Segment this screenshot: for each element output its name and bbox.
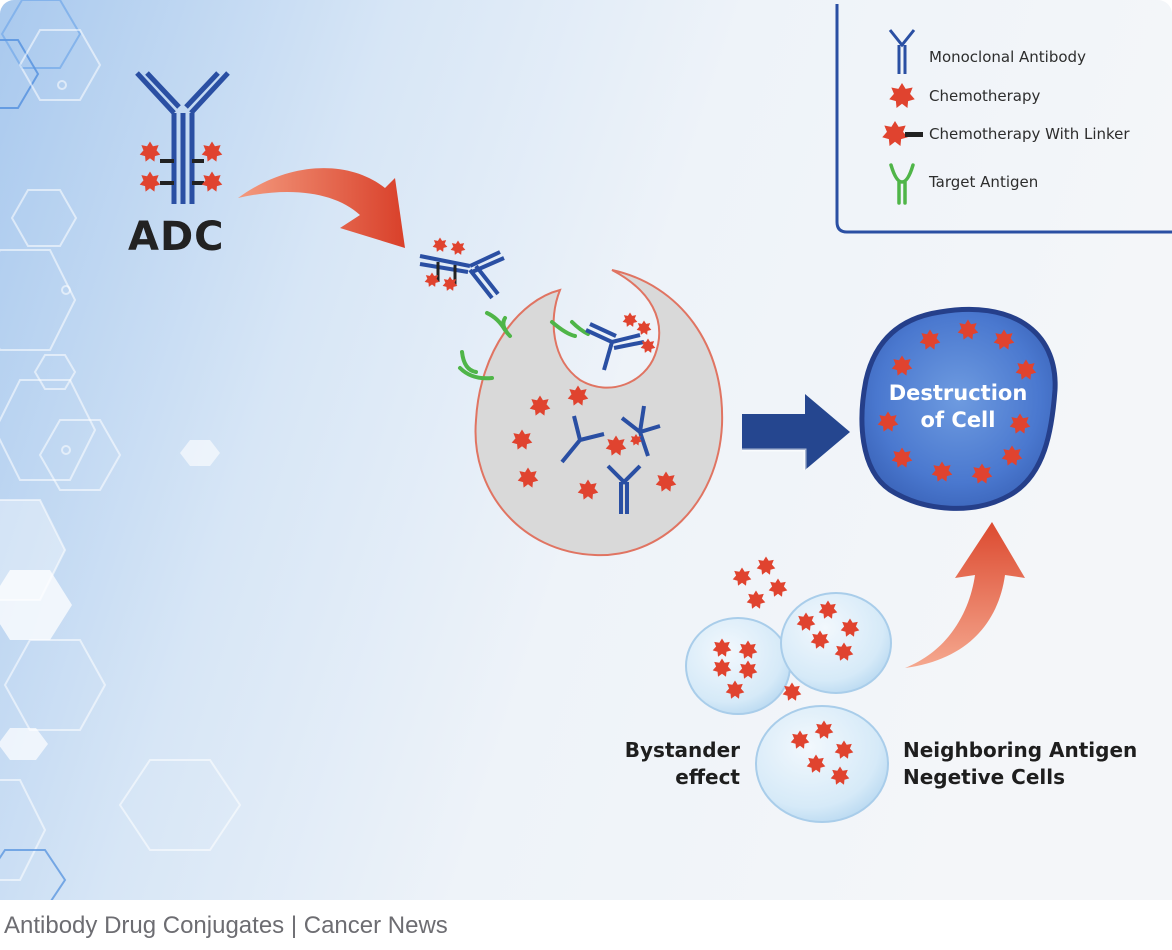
legend-chemo-label: Chemotherapy — [929, 87, 1041, 105]
bystander-line-2: effect — [675, 765, 740, 789]
diagram-canvas — [0, 0, 1172, 900]
legend-box — [835, 4, 1172, 234]
neighbor-label: Neighboring Antigen Negetive Cells — [903, 737, 1137, 791]
destruction-line-1: Destruction — [888, 381, 1028, 405]
destruction-label: Destruction of Cell — [880, 380, 1036, 434]
hexagon-pattern — [0, 0, 242, 900]
adc-to-cell-arrow — [238, 168, 405, 248]
internal-antibodies — [560, 405, 661, 514]
to-destruction-arrow — [742, 394, 850, 470]
destruction-line-2: of Cell — [920, 408, 996, 432]
bystander-label: Bystander effect — [620, 737, 740, 791]
legend-antigen-icon — [889, 163, 915, 205]
adc-antibody-icon — [135, 71, 230, 204]
legend-antigen-label: Target Antigen — [929, 173, 1039, 191]
figure-caption: Antibody Drug Conjugates | Cancer News — [4, 912, 448, 939]
surface-antigens — [458, 311, 590, 381]
legend-chemo-linker-label: Chemotherapy With Linker — [929, 125, 1130, 143]
adc-diagram: ADC Monoclonal Antibody Chemotherapy Che… — [0, 0, 1172, 900]
bystander-to-destruction-arrow — [905, 522, 1025, 668]
legend-chemo-linker-icon — [882, 121, 923, 146]
adc-label: ADC — [128, 214, 225, 260]
bound-adc — [585, 322, 645, 371]
bystander-line-1: Bystander — [624, 738, 740, 762]
legend-monoclonal-label: Monoclonal Antibody — [929, 48, 1086, 66]
neighbor-line-2: Negetive Cells — [903, 765, 1066, 789]
neighbor-line-1: Neighboring Antigen — [903, 738, 1138, 762]
legend-monoclonal-icon — [888, 29, 916, 74]
